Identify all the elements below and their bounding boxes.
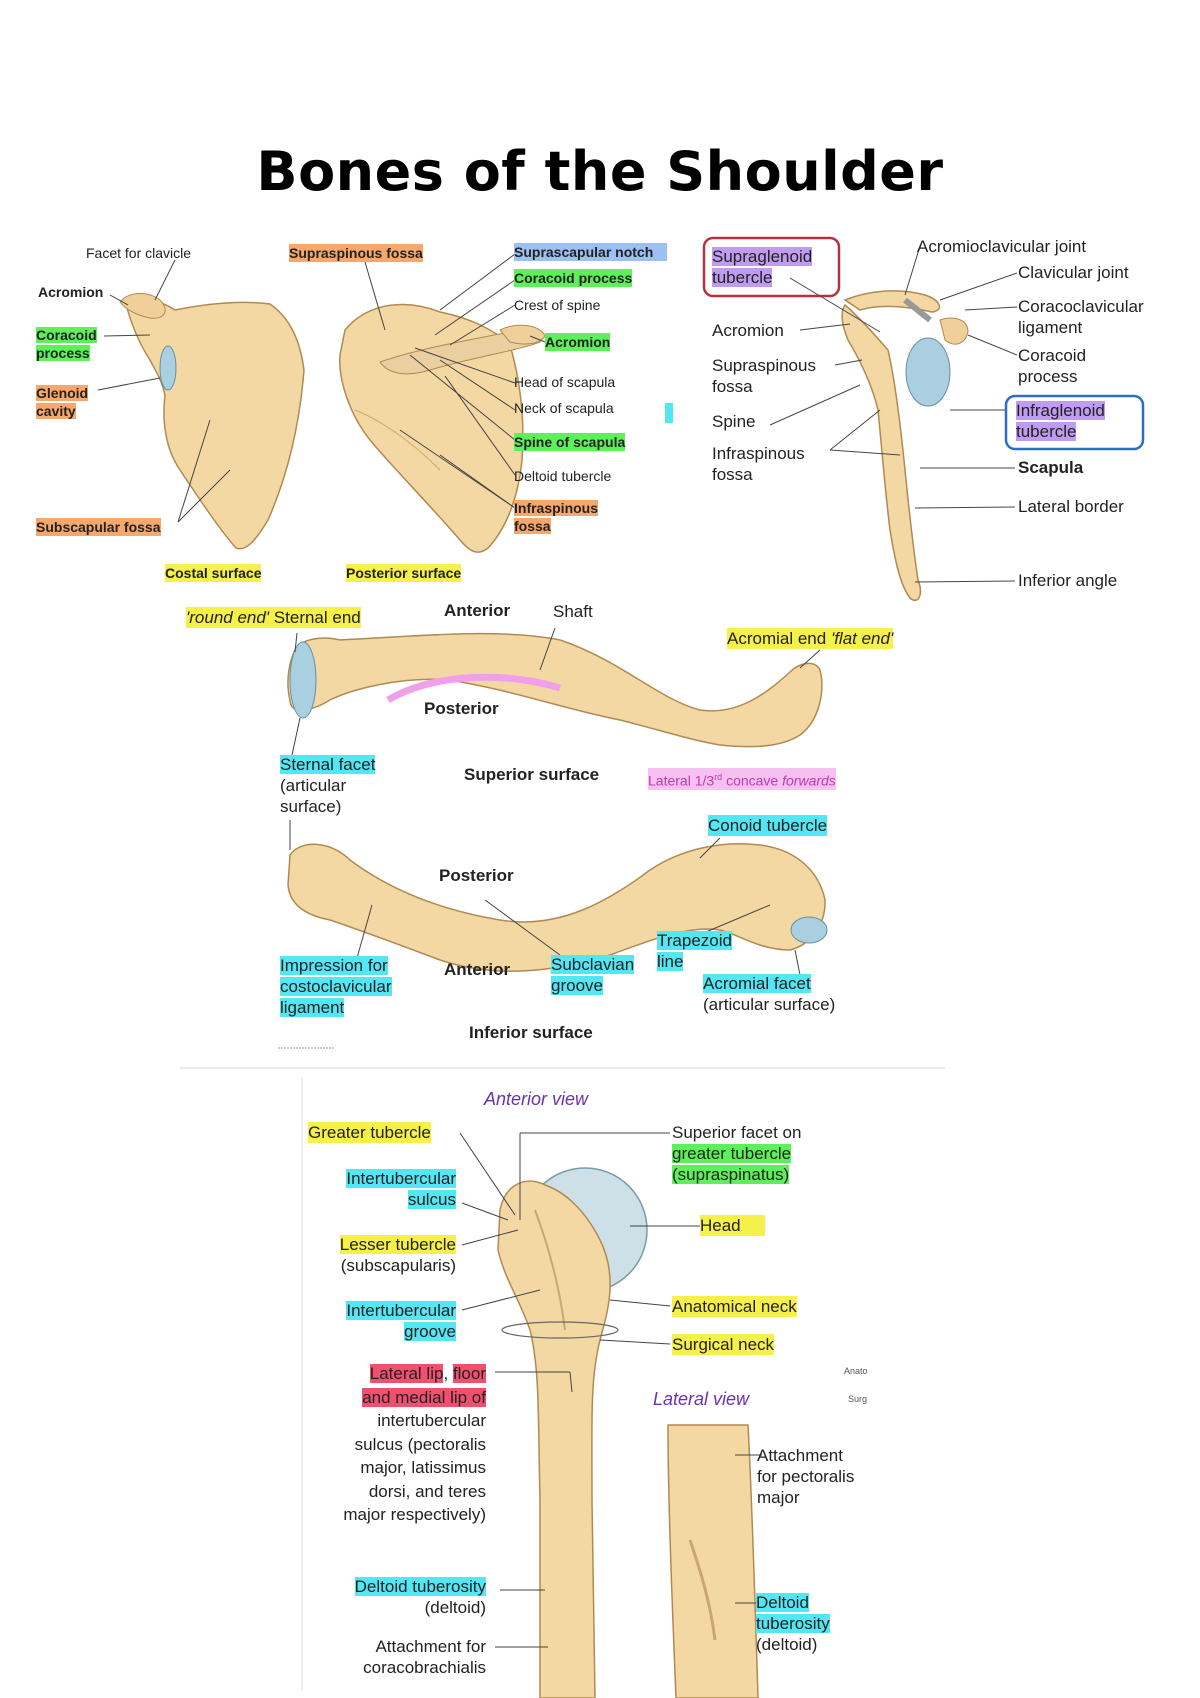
supraglenoid-box bbox=[702, 236, 841, 298]
label-facet-for-clavicle: Facet for clavicle bbox=[86, 245, 192, 261]
label-posterior-surface: Posterior surface bbox=[346, 564, 462, 582]
label-supraspinous-fossa: Supraspinous fossa bbox=[289, 244, 423, 262]
label-greater-tubercle: Greater tubercle bbox=[308, 1122, 431, 1143]
label-costal-surface: Costal surface bbox=[165, 564, 262, 582]
cyan-mark bbox=[665, 403, 673, 423]
label-acromion-lateral: Acromion bbox=[712, 321, 784, 340]
label-posterior-inferior: Posterior bbox=[439, 866, 514, 885]
label-acromioclavicular-joint: Acromioclavicular joint bbox=[917, 237, 1087, 256]
label-anterior-inferior: Anterior bbox=[444, 960, 511, 979]
label-clavicular-joint: Clavicular joint bbox=[1018, 263, 1129, 282]
humerus-anterior-illustration bbox=[497, 1167, 648, 1698]
scapula-lateral-illustration bbox=[841, 290, 969, 601]
label-posterior-superior: Posterior bbox=[424, 699, 499, 718]
humerus-lateral-illustration bbox=[667, 1424, 759, 1698]
label-spine-lateral: Spine bbox=[712, 412, 756, 431]
label-conoid-tubercle: Conoid tubercle bbox=[708, 815, 828, 836]
leader-lines bbox=[97, 245, 1018, 1648]
label-lateral-third: Lateral 1/3rd concave forwards bbox=[648, 768, 836, 790]
scapula-costal-illustration bbox=[119, 293, 305, 550]
label-lateral-view: Lateral view bbox=[653, 1389, 750, 1409]
label-acromial-end: Acromial end 'flat end' bbox=[727, 628, 894, 649]
label-suprascapular-notch: Suprascapular notch bbox=[514, 243, 668, 261]
label-surg-fragment: Surg bbox=[848, 1394, 868, 1404]
label-anatomical-neck: Anatomical neck bbox=[672, 1296, 797, 1317]
label-acromion: Acromion bbox=[545, 333, 611, 351]
label-head-of-scapula: Head of scapula bbox=[514, 374, 616, 390]
label-coracoid-process: Coracoid process bbox=[514, 269, 633, 287]
clavicle-superior-illustration bbox=[287, 632, 823, 748]
label-deltoid-tuberosity: Deltoid tuberosity(deltoid) bbox=[354, 1577, 486, 1617]
label-crest-of-spine: Crest of spine bbox=[514, 297, 601, 313]
label-acromial-facet: Acromial facet(articular surface) bbox=[703, 974, 836, 1014]
label-surgical-neck: Surgical neck bbox=[672, 1334, 775, 1355]
label-scapula: Scapula bbox=[1018, 458, 1084, 477]
label-inferior-angle: Inferior angle bbox=[1018, 571, 1118, 590]
label-spine-of-scapula: Spine of scapula bbox=[514, 433, 626, 451]
clavicle-inferior-illustration bbox=[287, 842, 828, 972]
label-anato-fragment: Anato bbox=[844, 1366, 868, 1376]
label-neck-of-scapula: Neck of scapula bbox=[514, 400, 614, 416]
page-title: Bones of the Shoulder bbox=[256, 140, 944, 203]
label-inferior-surface: Inferior surface bbox=[469, 1023, 593, 1042]
label-deltoid-tubercle: Deltoid tubercle bbox=[514, 468, 612, 484]
label-anterior-superior: Anterior bbox=[444, 601, 511, 620]
label-subscapular-fossa: Subscapular fossa bbox=[36, 518, 161, 536]
infraglenoid-box bbox=[1004, 394, 1145, 451]
label-shaft: Shaft bbox=[553, 602, 593, 621]
label-anterior-view: Anterior view bbox=[484, 1089, 589, 1109]
label-acromion-costal: Acromion bbox=[38, 284, 104, 300]
label-lateral-border: Lateral border bbox=[1018, 497, 1124, 516]
label-superior-surface: Superior surface bbox=[464, 765, 600, 784]
label-sternal-end: 'round end' Sternal end bbox=[186, 607, 361, 628]
label-head: Head bbox=[700, 1215, 765, 1236]
label-lesser-tubercle: Lesser tubercle(subscapularis) bbox=[339, 1235, 456, 1275]
